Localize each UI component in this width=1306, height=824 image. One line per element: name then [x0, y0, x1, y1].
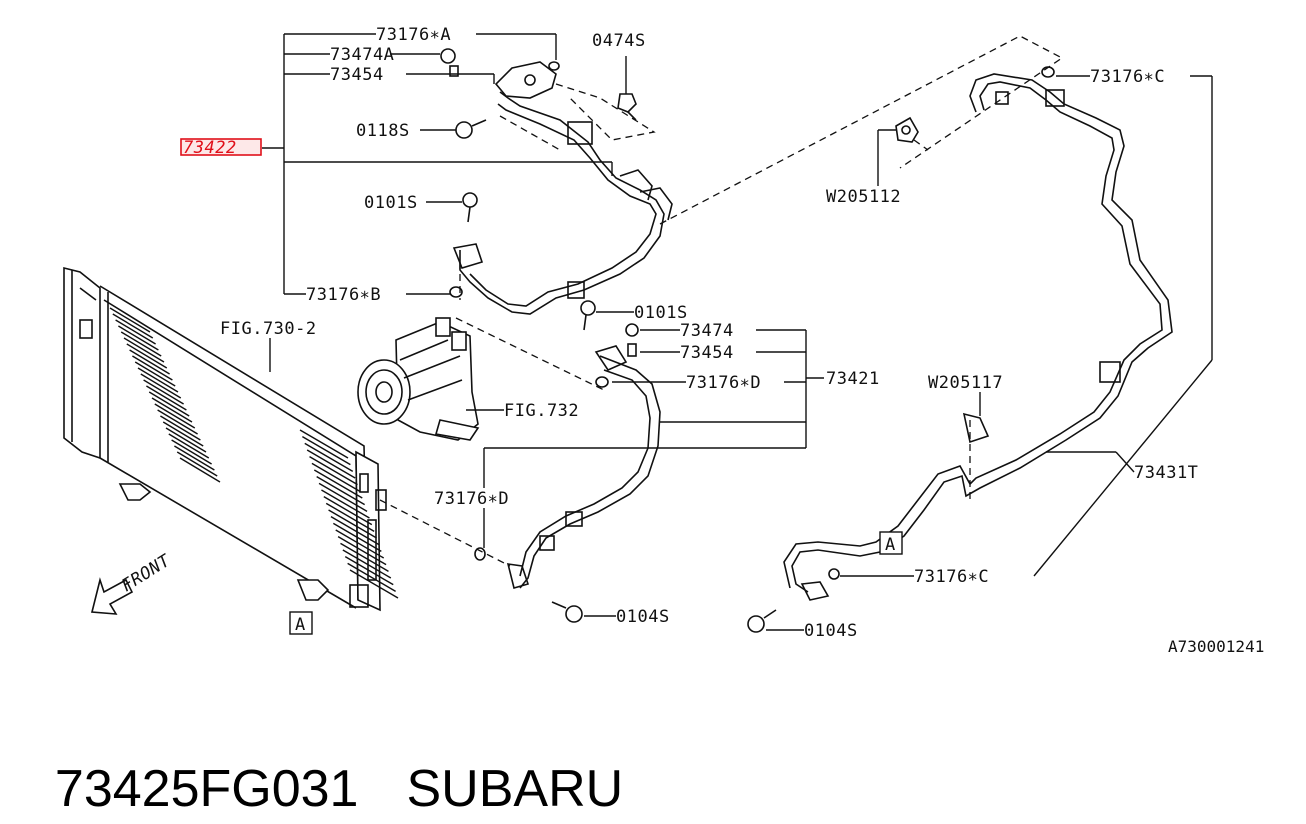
compressor-drawing: [357, 317, 480, 441]
pipe-73431t-drawing: [783, 73, 1173, 601]
label-73454-mid[interactable]: 73454: [680, 343, 734, 363]
label-73474a[interactable]: 73474A: [330, 45, 394, 65]
front-arrow: [90, 577, 134, 615]
label-0101s-mid[interactable]: 0101S: [634, 303, 688, 323]
label-fig-730-2[interactable]: FIG.730-2: [220, 319, 317, 339]
label-o-ring-a[interactable]: 73176∗A: [376, 25, 451, 45]
label-o-ring-b[interactable]: 73176∗B: [306, 285, 381, 305]
condenser-fins: [109, 307, 399, 599]
label-o-ring-d-low[interactable]: 73176∗D: [434, 489, 509, 509]
label-w205117[interactable]: W205117: [928, 373, 1003, 393]
leader-lines: [262, 33, 1213, 631]
brand-name: SUBARU: [406, 760, 624, 818]
highlight-box: [180, 138, 262, 156]
label-o-ring-c-top[interactable]: 73176∗C: [1090, 67, 1165, 87]
drawing-id: A730001241: [1168, 637, 1264, 656]
label-fig-732[interactable]: FIG.732: [504, 401, 579, 421]
hose-73421-drawing: [506, 345, 661, 589]
label-w205112[interactable]: W205112: [826, 187, 901, 207]
label-0104s-right[interactable]: 0104S: [804, 621, 858, 641]
part-number: 73425FG031: [54, 760, 359, 818]
label-73474[interactable]: 73474: [680, 321, 734, 341]
ref-box-a-pipe: [879, 531, 903, 555]
highlighted-part-label[interactable]: 73422: [183, 138, 237, 158]
label-73431t[interactable]: 73431T: [1134, 463, 1198, 483]
label-o-ring-c-low[interactable]: 73176∗C: [914, 567, 989, 587]
dashed-guides: [379, 35, 1064, 567]
label-0101s-top[interactable]: 0101S: [364, 193, 418, 213]
label-0118s[interactable]: 0118S: [356, 121, 410, 141]
hose-73422-drawing: [452, 61, 673, 315]
label-73454-top[interactable]: 73454: [330, 65, 384, 85]
label-73421[interactable]: 73421: [826, 369, 880, 389]
label-ref-a-condenser: A: [295, 615, 306, 635]
label-front: FRONT: [118, 550, 175, 596]
label-ref-a-pipe: A: [885, 535, 896, 555]
label-o-ring-d-mid[interactable]: 73176∗D: [686, 373, 761, 393]
ref-box-a-condenser: [289, 611, 313, 635]
label-0104s-left[interactable]: 0104S: [616, 607, 670, 627]
parts-diagram: 73422 73176∗A 73474A 73454 0474S 0118S 0…: [63, 25, 1264, 656]
label-0474s[interactable]: 0474S: [592, 31, 646, 51]
caption: 73425FG031 SUBARU: [26, 684, 623, 818]
fasteners-drawing: [440, 48, 1055, 633]
condenser-drawing: [63, 266, 387, 612]
